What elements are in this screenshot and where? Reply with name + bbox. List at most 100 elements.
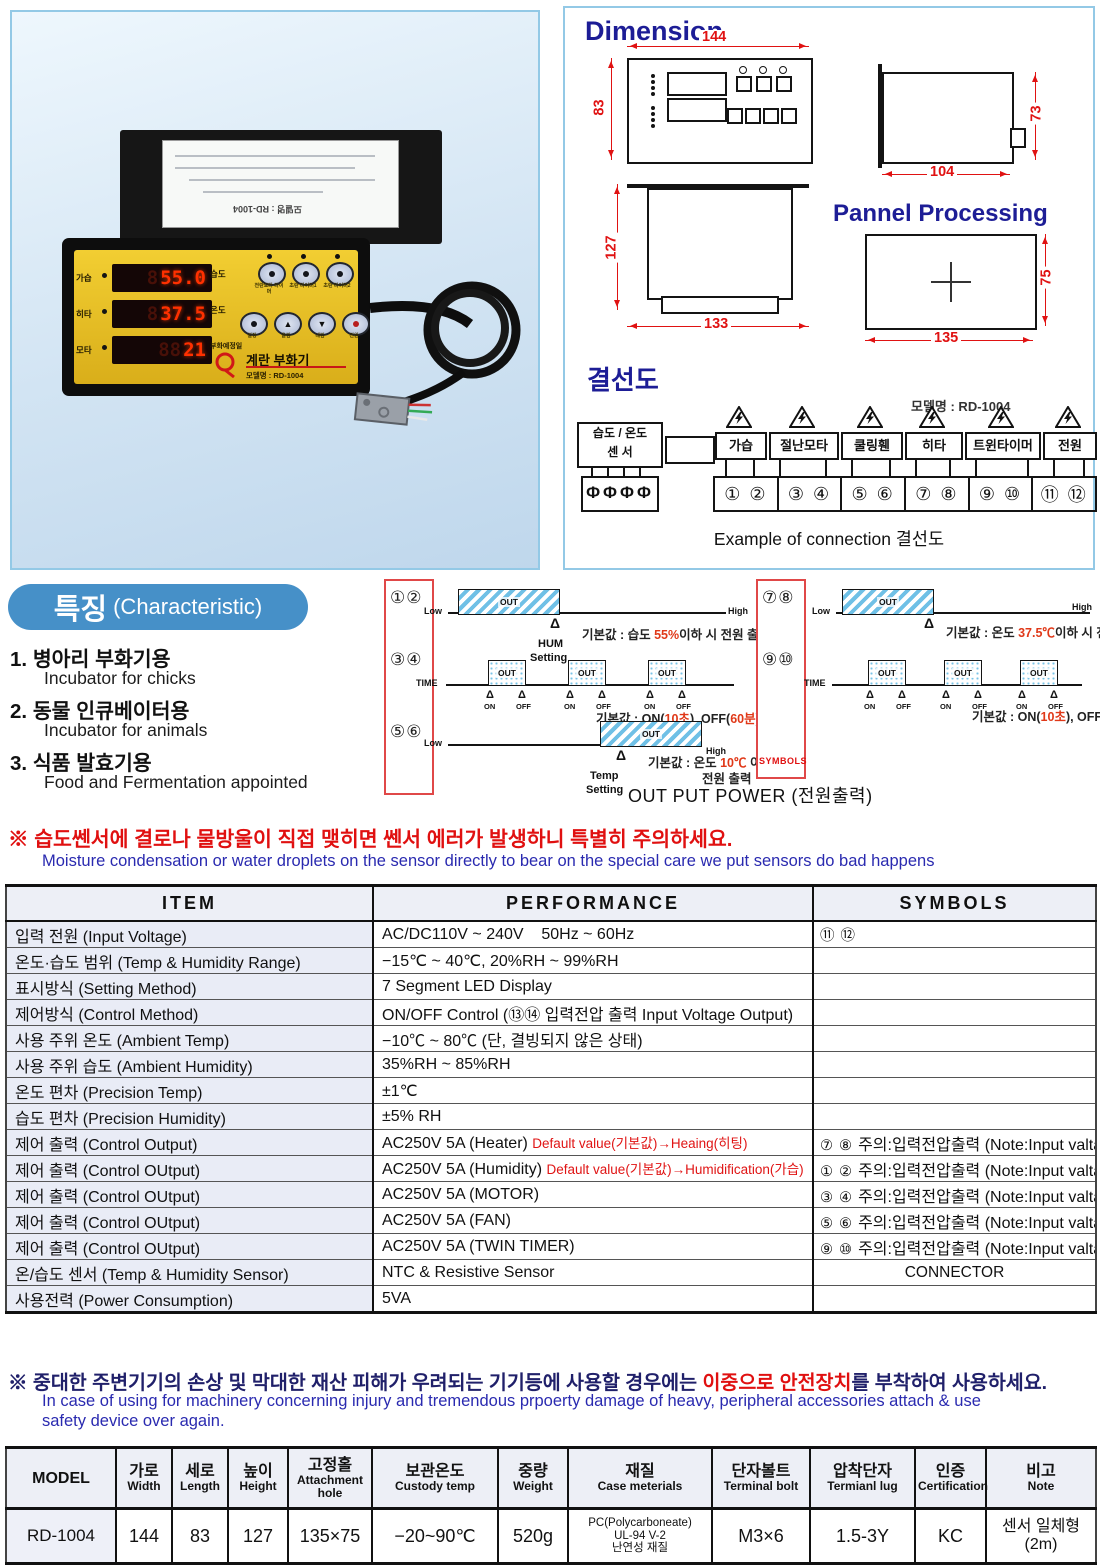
model-header-english: Termianl lug — [827, 1479, 898, 1493]
temp-default-note2: 전원 출력 — [702, 772, 752, 786]
front-height-dimline — [608, 58, 614, 160]
performance-text: AC250V 5A (MOTOR) — [382, 1185, 540, 1203]
display-row-label: 가습 — [76, 273, 92, 283]
model-header-korean: 단자볼트 — [731, 1463, 791, 1480]
panel-button[interactable]: ▲ — [274, 312, 302, 336]
wire-leg — [1083, 460, 1085, 476]
spec-row: 제어 출력 (Control OUtput)AC250V 5A (MOTOR)③… — [6, 1181, 1096, 1208]
model-header-english: Width — [127, 1479, 161, 1493]
side-view-flange — [878, 64, 882, 168]
unused-terminal-box — [665, 436, 715, 464]
panel-button[interactable] — [258, 262, 286, 286]
pulse-marker: Δ — [898, 689, 906, 701]
timer-out-pulse: OUT — [944, 660, 982, 686]
spec-performance-cell: ±1℃ — [372, 1077, 813, 1104]
button-label: 전원 — [349, 333, 359, 339]
front-view-drawing — [627, 58, 813, 164]
pulse-on-off-label: ON — [1016, 702, 1028, 711]
feature-2-korean: 동물 인큐베이터용 — [32, 700, 190, 723]
spec-performance-cell: 7 Segment LED Display — [372, 973, 813, 1000]
button-label: 초란 타이머1 — [289, 283, 317, 289]
wiring-device-box: 가습 — [715, 432, 767, 460]
sensor-terminal-block: ΦΦΦΦ — [581, 476, 659, 512]
spec-performance-cell: −15℃ ~ 40℃, 20%RH ~ 99%RH — [372, 947, 813, 974]
panel-button[interactable] — [326, 262, 354, 286]
spec-row: 사용 주위 온도 (Ambient Temp)−10℃ ~ 80℃ (단, 결빙… — [6, 1025, 1096, 1052]
display-unit-label: 부화예정일 — [210, 343, 243, 350]
front-width-value: 144 — [699, 30, 730, 45]
pulse-marker: Δ — [1018, 689, 1026, 701]
spec-row: 사용전력 (Power Consumption)5VA — [6, 1285, 1096, 1313]
model-header-korean: 비고 — [1026, 1463, 1056, 1480]
feature-3-english: Food and Fermentation appointed — [44, 772, 308, 792]
wire-leg — [825, 460, 827, 476]
spec-performance-cell: AC250V 5A (Humidity) Default value(기본값)→… — [372, 1155, 813, 1182]
sensor-box-line2: 센 서 — [607, 445, 633, 459]
spec-row: 제어 출력 (Control OUtput)AC250V 5A (FAN)⑤ ⑥… — [6, 1207, 1096, 1234]
rhum-baseline — [836, 612, 1090, 614]
brand-model-line: 모델명 : RD-1004 — [246, 371, 304, 380]
performance-text: 7 Segment LED Display — [382, 977, 552, 995]
safety-warning-english-2: safety device over again. — [42, 1412, 225, 1430]
pulse-on-off-label: ON — [644, 702, 656, 711]
output-power-label: OUT PUT POWER (전원출력) — [628, 786, 873, 806]
button-dot-icon — [251, 321, 257, 327]
model-header-english: Certification — [918, 1479, 989, 1493]
hum-default-note: 기본값 : 습도 55%이하 시 전원 출력 — [582, 628, 771, 642]
button-dot-icon — [337, 271, 343, 277]
time-right-default-note: 기본값 : ON(10초), OFF(60분) — [972, 710, 1100, 724]
model-data-cell: 127 — [227, 1508, 288, 1564]
spec-item-cell: 온도 편차 (Precision Temp) — [6, 1077, 373, 1104]
display-value: 37.5 — [160, 303, 206, 325]
hum-setting-label1: HUM — [538, 638, 564, 650]
panel-button[interactable] — [240, 312, 268, 336]
spec-symbols-cell: ⑪ ⑫ — [812, 920, 1096, 948]
spec-row: 온도 편차 (Precision Temp)±1℃ — [6, 1077, 1096, 1104]
spec-performance-cell: AC250V 5A (TWIN TIMER) — [372, 1233, 813, 1260]
spec-symbols-cell: ⑦ ⑧ 주의:입력전압출력 (Note:Input valtage output… — [812, 1129, 1096, 1156]
side-view-drawing — [882, 72, 1014, 164]
spec-symbols-cell — [812, 999, 1096, 1026]
spec-item-cell: 제어방식 (Control Method) — [6, 999, 373, 1026]
terminal-cell: ① ② — [715, 478, 779, 510]
spec-row: 표시방식 (Setting Method)7 Segment LED Displ… — [6, 973, 1096, 1000]
terminal-group-box-right — [756, 579, 806, 779]
time-right-axis-label: TIME — [804, 678, 826, 688]
model-header-cell: MODEL — [6, 1447, 116, 1510]
hazard-triangle-icon — [918, 405, 946, 433]
panel-button[interactable] — [292, 262, 320, 286]
wiring-caption: Example of connection 결선도 — [713, 529, 945, 549]
pulse-out-label: OUT — [656, 668, 678, 678]
button-dot-icon — [269, 271, 275, 277]
performance-text: −10℃ ~ 80℃ (단, 결빙되지 않은 상태) — [382, 1032, 643, 1050]
panel-button[interactable]: ▼ — [308, 312, 336, 336]
spec-row: 제어 출력 (Control Output)AC250V 5A (Heater)… — [6, 1129, 1096, 1156]
bottom-view-flange — [627, 184, 809, 188]
feature-item-2: 2. 동물 인큐베이터용 — [10, 694, 189, 724]
pulse-on-off-label: OFF — [896, 702, 911, 711]
symbols-note: 주의:입력전압출력 (Note:Input valtage output) — [858, 1136, 1096, 1154]
performance-text: AC250V 5A (TWIN TIMER) — [382, 1237, 575, 1255]
bottom-view-drawing — [647, 188, 793, 300]
model-header-english: Weight — [513, 1479, 553, 1493]
wire-leg — [779, 460, 781, 476]
button-led — [335, 254, 340, 259]
display-row-label: 모타 — [76, 345, 92, 355]
symbols-note: CONNECTOR — [904, 1263, 1005, 1281]
terminal-cell: ⑦ ⑧ — [906, 478, 970, 510]
wire-leg — [975, 460, 977, 476]
hum-baseline — [448, 612, 726, 614]
feature-1-korean: 병아리 부화기용 — [32, 648, 171, 671]
panel-button[interactable] — [342, 312, 370, 336]
spec-row: 입력 전원 (Input Voltage)AC/DC110V ~ 240V 50… — [6, 920, 1096, 948]
button-led — [301, 254, 306, 259]
symbols-note: 주의:입력전압출력 (Note:Input valtage output) — [858, 1214, 1096, 1232]
wire-leg — [915, 460, 917, 476]
characteristic-badge: 특징 (Characteristic) — [8, 584, 308, 630]
performance-text: AC/DC110V ~ 240V 50Hz ~ 60Hz — [382, 925, 635, 943]
